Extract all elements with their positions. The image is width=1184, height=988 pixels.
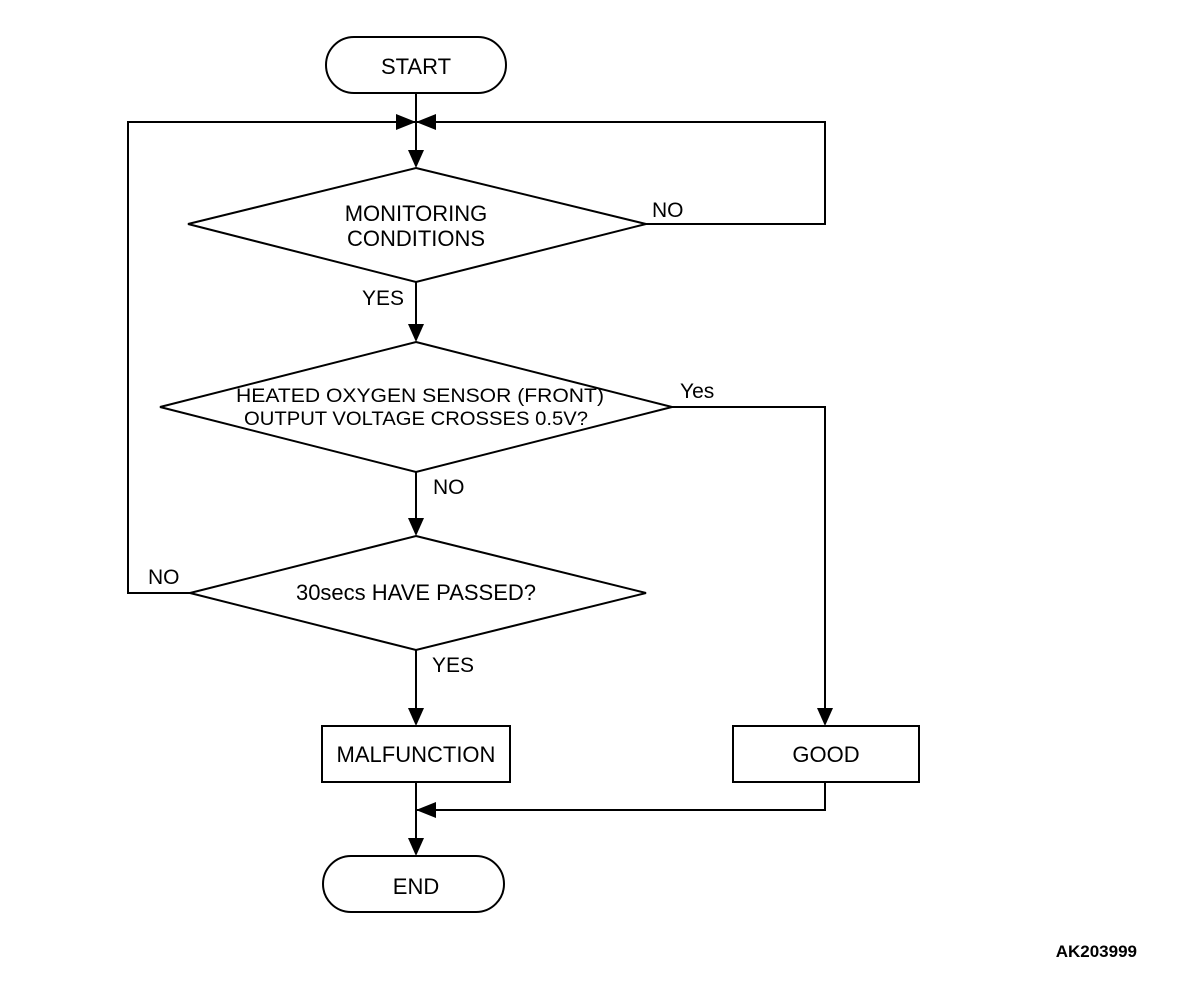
arrowhead-into-timer bbox=[408, 518, 424, 536]
connector-sensor-yes-to-good bbox=[672, 406, 826, 708]
arrowhead-into-end bbox=[408, 838, 424, 856]
reference-code: AK203999 bbox=[1056, 942, 1137, 961]
start-label: START bbox=[381, 54, 451, 79]
malfunction-box bbox=[321, 725, 511, 783]
monitoring-label-line2: CONDITIONS bbox=[347, 226, 485, 251]
sensor-no-label: NO bbox=[433, 476, 465, 499]
monitoring-no-label: NO bbox=[652, 199, 684, 222]
connector-timer-no-loop bbox=[127, 121, 416, 594]
end-label: END bbox=[393, 874, 439, 899]
timer-label: 30secs HAVE PASSED? bbox=[296, 580, 536, 605]
sensor-label-line2: OUTPUT VOLTAGE CROSSES 0.5V? bbox=[244, 409, 588, 430]
arrowhead-into-sensor bbox=[408, 324, 424, 342]
timer-no-label: NO bbox=[148, 566, 180, 589]
malfunction-label: MALFUNCTION bbox=[337, 742, 496, 767]
connector-good-to-end bbox=[416, 782, 826, 811]
arrowhead-into-good bbox=[817, 708, 833, 726]
monitoring-yes-label: YES bbox=[362, 287, 404, 310]
monitoring-label-line1: MONITORING bbox=[345, 201, 488, 226]
sensor-label-line1: HEATED OXYGEN SENSOR (FRONT) bbox=[236, 386, 604, 407]
connector-monitoring-no-loop bbox=[416, 121, 826, 225]
sensor-yes-label: Yes bbox=[680, 380, 714, 403]
timer-yes-label: YES bbox=[432, 654, 474, 677]
arrowhead-merge-from-good bbox=[416, 802, 436, 818]
arrowhead-into-malfunction bbox=[408, 708, 424, 726]
sensor-voltage-decision bbox=[159, 340, 673, 474]
good-label: GOOD bbox=[792, 742, 859, 767]
end-terminal bbox=[322, 855, 505, 913]
arrowhead-into-monitoring bbox=[408, 150, 424, 168]
good-box bbox=[732, 725, 920, 783]
